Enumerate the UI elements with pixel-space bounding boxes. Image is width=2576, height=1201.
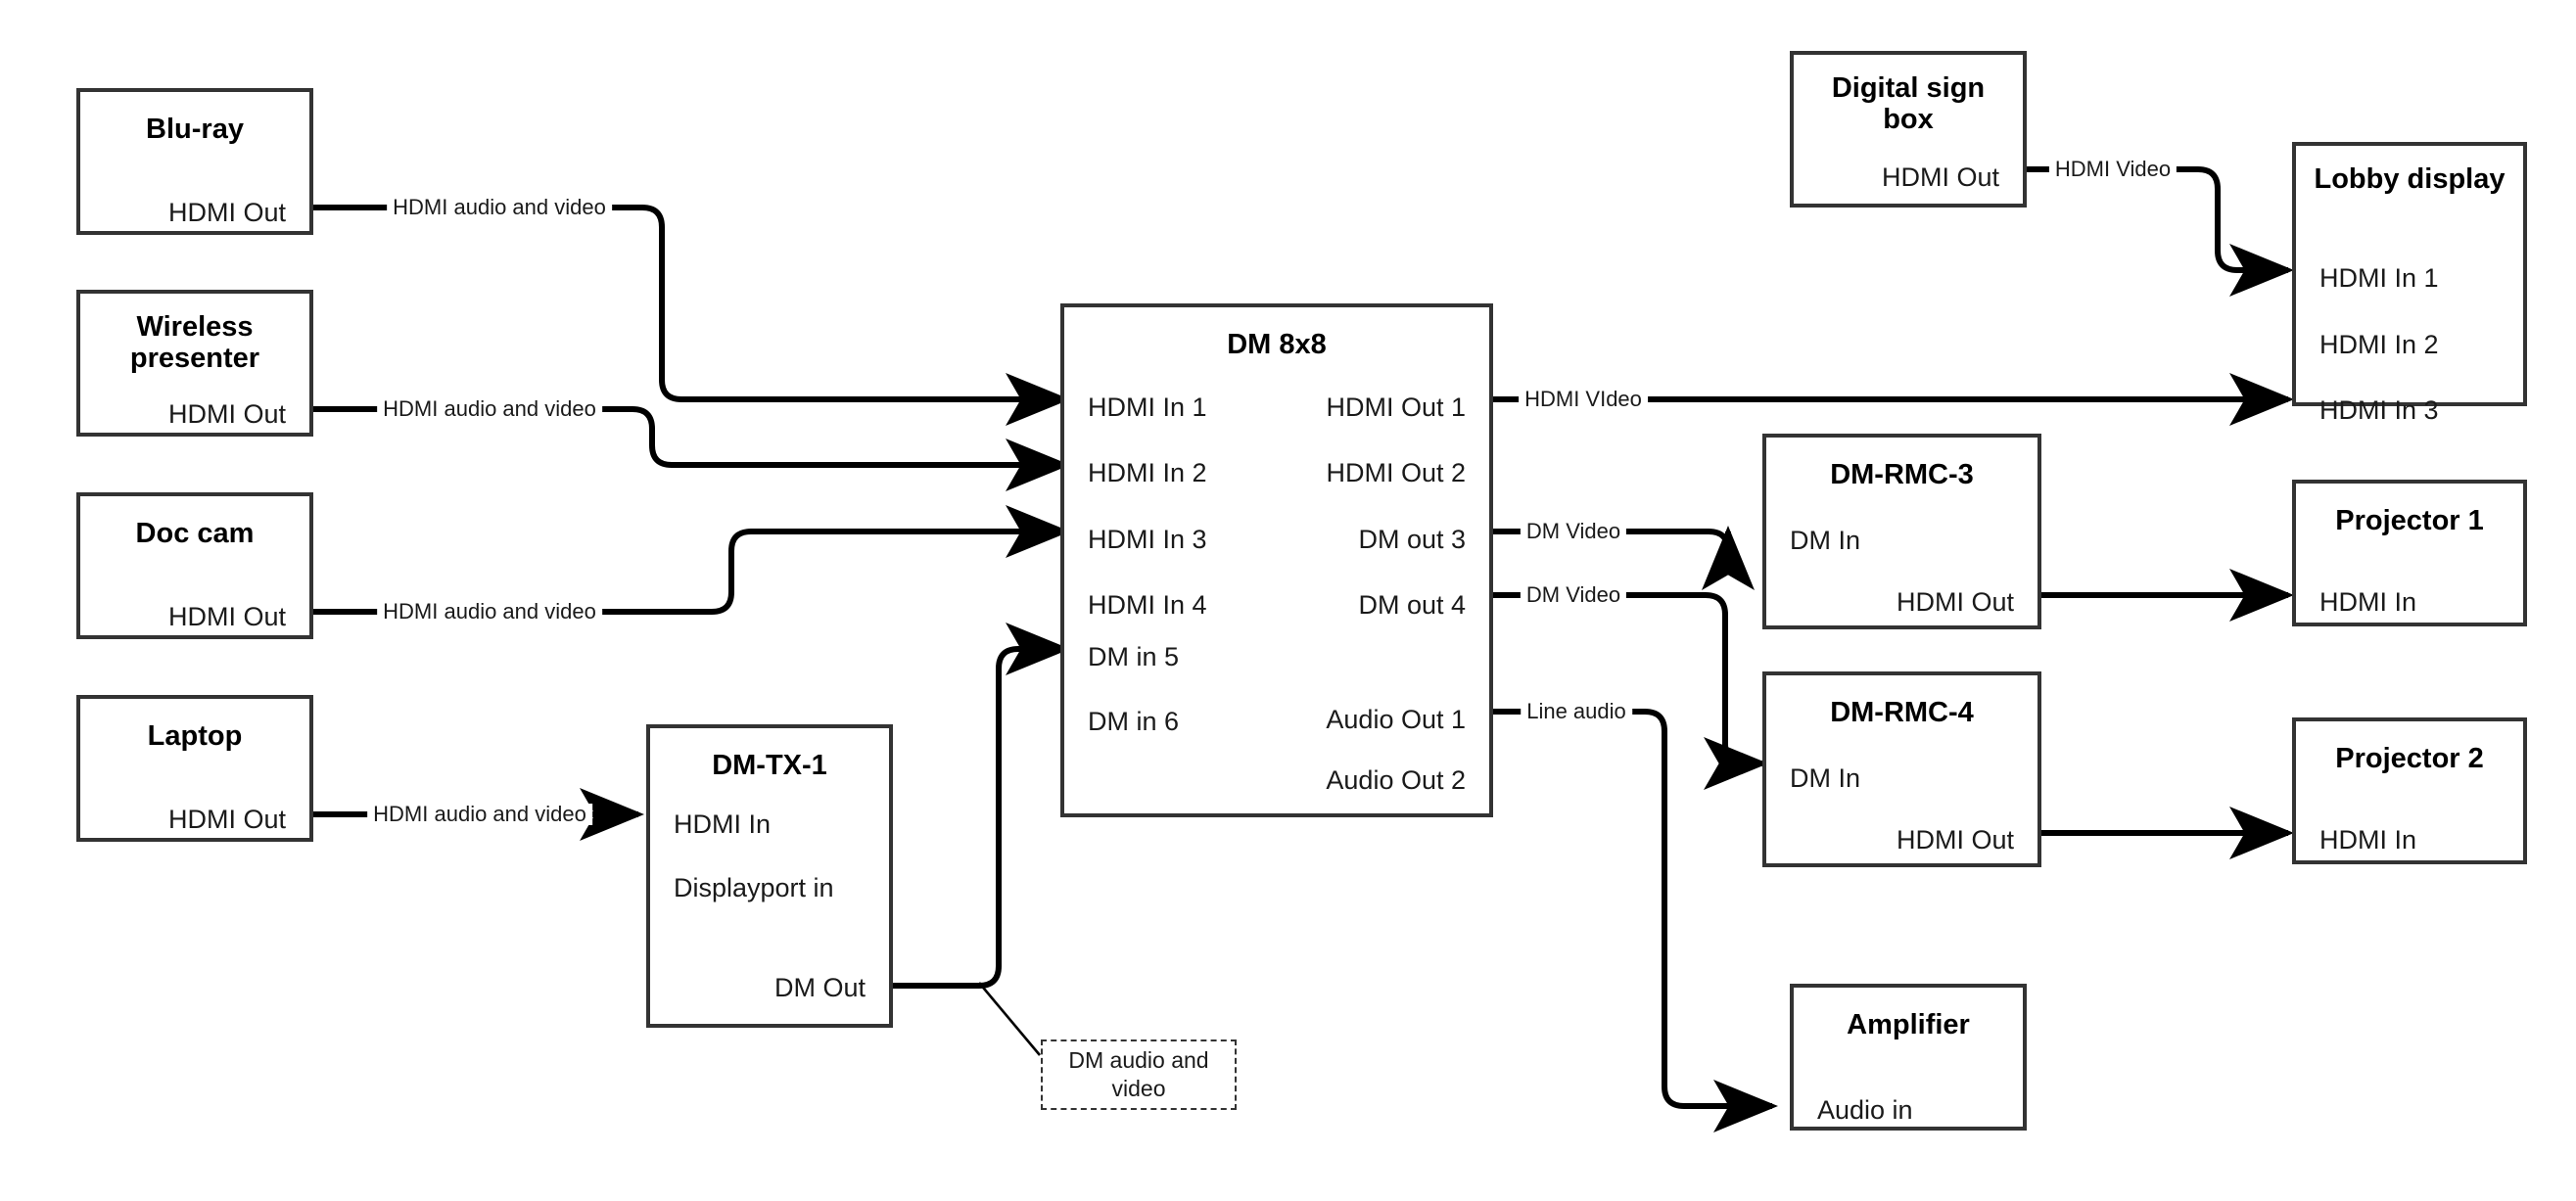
callout-text: DM audio and video (1068, 1047, 1209, 1101)
wire-dmtx1-to-dm-in5 (893, 623, 1070, 989)
port-dmtx1-hdmi-in[interactable]: HDMI In (674, 809, 772, 839)
node-projector-1-title: Projector 1 (2335, 505, 2484, 536)
port-lobby-hdmi-in-3[interactable]: HDMI In 3 (2319, 395, 2439, 425)
port-proj2-hdmi-in[interactable]: HDMI In (2319, 825, 2417, 855)
callout-leader-line (978, 982, 1041, 1056)
node-laptop-title: Laptop (147, 720, 243, 752)
port-rmc3-hdmi-out[interactable]: HDMI Out (1896, 587, 2014, 617)
edge-label-signbox-to-lobby-in1: HDMI Video (2048, 159, 2178, 180)
port-dm8x8-dm-out-3[interactable]: DM out 3 (1358, 525, 1466, 554)
port-laptop-hdmi-out[interactable]: HDMI Out (167, 805, 286, 834)
node-lobby-display[interactable]: Lobby display HDMI In 1 HDMI In 2 HDMI I… (2292, 142, 2527, 424)
port-bluray-hdmi-out[interactable]: HDMI Out (167, 198, 286, 227)
node-dm-rmc-4-title: DM-RMC-4 (1830, 697, 1974, 728)
wire-signbox-to-lobby-in1 (2027, 166, 2294, 297)
node-projector-2-title: Projector 2 (2335, 743, 2484, 774)
port-dm8x8-dm-out-4[interactable]: DM out 4 (1358, 590, 1466, 620)
edge-label-dm-out1-to-lobby-in3: HDMI VIdeo (1519, 389, 1648, 410)
wire-dm-audio1-to-amplifier (1489, 709, 1778, 1132)
port-wireless-hdmi-out[interactable]: HDMI Out (167, 399, 286, 429)
node-projector-1[interactable]: Projector 1 HDMI In (2292, 480, 2527, 626)
node-dm-tx-1[interactable]: DM-TX-1 HDMI In Displayport in DM Out (646, 724, 893, 1028)
node-amplifier-title: Amplifier (1847, 1009, 1970, 1040)
edge-label-dm-out4-to-rmc4: DM Video (1520, 584, 1627, 606)
node-lobby-display-title: Lobby display (2314, 163, 2506, 195)
node-dm-8x8[interactable]: DM 8x8 HDMI In 1 HDMI In 2 HDMI In 3 HDM… (1060, 303, 1493, 817)
node-wireless-presenter-title: Wireless presenter (129, 311, 260, 375)
port-dm8x8-hdmi-out-2[interactable]: HDMI Out 2 (1326, 458, 1466, 487)
node-doc-cam-title: Doc cam (135, 518, 255, 549)
edge-label-wireless-to-dm-in2: HDMI audio and video (377, 398, 602, 420)
edge-label-dm-audio1-to-amp: Line audio (1521, 701, 1632, 722)
port-dm8x8-audio-out-1[interactable]: Audio Out 1 (1326, 705, 1466, 734)
node-digital-sign-box[interactable]: Digital sign box HDMI Out (1790, 51, 2027, 208)
port-rmc3-dm-in[interactable]: DM In (1790, 526, 1861, 555)
port-dm8x8-hdmi-in-3[interactable]: HDMI In 3 (1088, 525, 1207, 554)
port-dmtx1-displayport-in[interactable]: Displayport in (674, 873, 834, 902)
edge-label-doccam-to-dm-in3: HDMI audio and video (377, 601, 602, 623)
port-dm8x8-hdmi-in-4[interactable]: HDMI In 4 (1088, 590, 1207, 620)
node-dm-8x8-title: DM 8x8 (1227, 329, 1327, 360)
port-dm8x8-audio-out-2[interactable]: Audio Out 2 (1326, 765, 1466, 795)
wire-dm-out4-to-rmc4 (1489, 592, 1768, 790)
port-lobby-hdmi-in-2[interactable]: HDMI In 2 (2319, 330, 2439, 359)
edge-label-dm-out3-to-rmc3: DM Video (1520, 521, 1627, 542)
node-digital-sign-box-title: Digital sign box (1831, 72, 1986, 136)
node-laptop[interactable]: Laptop HDMI Out (76, 695, 313, 842)
port-lobby-hdmi-in-1[interactable]: HDMI In 1 (2319, 263, 2439, 293)
node-dm-rmc-4[interactable]: DM-RMC-4 DM In HDMI Out (1762, 671, 2041, 867)
port-proj1-hdmi-in[interactable]: HDMI In (2319, 587, 2417, 617)
edge-label-laptop-to-dmtx1: HDMI audio and video (367, 804, 592, 825)
node-wireless-presenter[interactable]: Wireless presenter HDMI Out (76, 290, 313, 437)
port-dmtx1-dm-out[interactable]: DM Out (773, 973, 866, 1002)
port-dm8x8-hdmi-out-1[interactable]: HDMI Out 1 (1326, 393, 1466, 422)
port-dm8x8-dm-in-5[interactable]: DM in 5 (1088, 642, 1180, 671)
node-doc-cam[interactable]: Doc cam HDMI Out (76, 492, 313, 639)
node-dm-tx-1-title: DM-TX-1 (712, 750, 827, 781)
callout-dm-audio-and-video: DM audio and video (1041, 1039, 1237, 1110)
node-amplifier[interactable]: Amplifier Audio in (1790, 984, 2027, 1131)
port-rmc4-dm-in[interactable]: DM In (1790, 763, 1861, 793)
wire-bluray-to-dm-in1 (313, 205, 1070, 426)
node-bluray-title: Blu-ray (146, 114, 244, 145)
node-projector-2[interactable]: Projector 2 HDMI In (2292, 717, 2527, 864)
node-bluray[interactable]: Blu-ray HDMI Out (76, 88, 313, 235)
edge-label-bluray-to-dm-in1: HDMI audio and video (387, 197, 612, 218)
port-signbox-hdmi-out[interactable]: HDMI Out (1881, 162, 1999, 192)
port-dm8x8-hdmi-in-2[interactable]: HDMI In 2 (1088, 458, 1207, 487)
port-amplifier-audio-in[interactable]: Audio in (1817, 1095, 1913, 1125)
port-dm8x8-dm-in-6[interactable]: DM in 6 (1088, 707, 1180, 736)
node-dm-rmc-3-title: DM-RMC-3 (1830, 459, 1974, 490)
port-rmc4-hdmi-out[interactable]: HDMI Out (1896, 825, 2014, 855)
port-dm8x8-hdmi-in-1[interactable]: HDMI In 1 (1088, 393, 1207, 422)
node-dm-rmc-3[interactable]: DM-RMC-3 DM In HDMI Out (1762, 434, 2041, 629)
port-doccam-hdmi-out[interactable]: HDMI Out (167, 602, 286, 631)
